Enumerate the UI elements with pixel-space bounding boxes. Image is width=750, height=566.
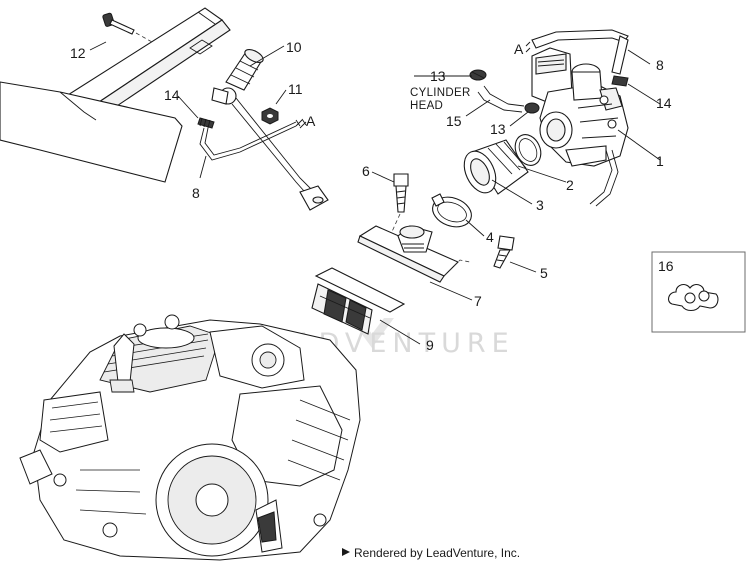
connector-mark-left: A	[295, 113, 316, 129]
callout-9: 9	[426, 337, 434, 353]
play-arrow-icon	[342, 548, 350, 556]
leader-lines	[89, 41, 661, 345]
bolt-part-5	[493, 235, 515, 269]
callout-12: 12	[70, 45, 86, 61]
footer-text: Rendered by LeadVenture, Inc.	[354, 546, 520, 560]
intake-boot-part-2	[463, 139, 529, 195]
callout-14-right: 14	[656, 95, 672, 111]
connector-a-right: A	[514, 41, 524, 57]
clamp-part-14-left	[197, 117, 215, 129]
footer: Rendered by LeadVenture, Inc.	[342, 546, 520, 560]
hose-part-15	[477, 85, 525, 113]
cylinder-head-label-line1: CYLINDER	[410, 87, 471, 99]
side-panel	[0, 81, 183, 183]
bolt-part-12	[102, 12, 153, 43]
clamp-part-13-upper	[469, 69, 487, 81]
callout-8-left: 8	[192, 185, 200, 201]
inset-frame	[651, 251, 746, 333]
callout-2: 2	[566, 177, 574, 193]
callout-8-right: 8	[656, 57, 664, 73]
callout-15: 15	[446, 113, 462, 129]
clip-part-16	[667, 283, 719, 312]
clamp-part-13-lower	[524, 102, 540, 114]
engine-assembly	[19, 314, 361, 561]
nut-part-11	[261, 107, 279, 125]
callout-6: 6	[362, 163, 370, 179]
connector-mark-right: A	[514, 41, 531, 57]
callout-10: 10	[286, 39, 302, 55]
hose-clamp-part-4	[431, 193, 472, 228]
bolt-part-6	[389, 173, 409, 237]
callout-3: 3	[536, 197, 544, 213]
connector-a-left: A	[306, 113, 316, 129]
callout-5: 5	[540, 265, 548, 281]
callout-13-lower: 13	[490, 121, 506, 137]
hose-part-8-left	[199, 118, 307, 161]
cylinder-head-label-line2: HEAD	[410, 100, 443, 112]
callout-13-upper: 13	[430, 68, 446, 84]
inset-box-part-16	[651, 251, 746, 333]
clamp-part-14-right	[611, 75, 629, 87]
callout-4: 4	[486, 229, 494, 245]
clamp-ring-part-13	[514, 134, 542, 166]
callout-11: 11	[288, 81, 303, 97]
callout-7: 7	[474, 293, 482, 309]
callout-14-left: 14	[164, 87, 180, 103]
callout-1: 1	[656, 153, 664, 169]
hose-part-8-right	[531, 29, 629, 75]
carburetor-part-1	[531, 47, 629, 207]
manifold-part-7	[357, 225, 471, 283]
sensor-part-10	[211, 49, 329, 211]
callout-16: 16	[658, 258, 674, 274]
reed-valve-part-9	[311, 267, 406, 335]
